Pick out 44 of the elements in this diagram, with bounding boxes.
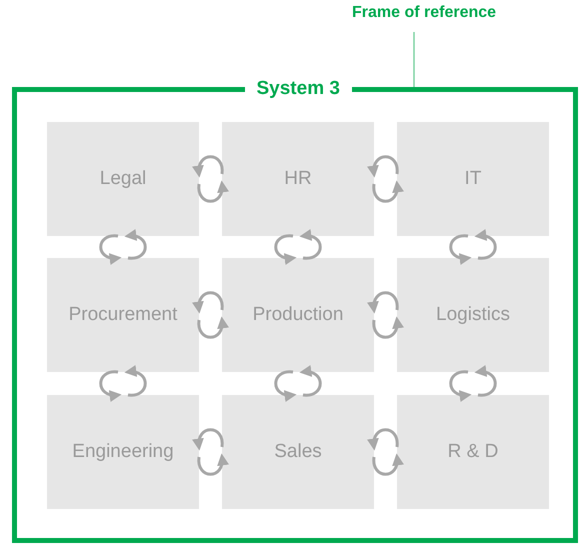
department-name: Production xyxy=(252,304,344,326)
cycle-arrow xyxy=(197,453,228,476)
cycle-arrow xyxy=(192,155,224,178)
cycle-arrow xyxy=(474,366,497,397)
department-box xyxy=(222,122,374,236)
department-name: IT xyxy=(464,168,482,190)
department-name: Sales xyxy=(274,441,322,463)
department-name: Procurement xyxy=(68,304,178,326)
leader-line xyxy=(413,32,415,87)
cycle-arrow xyxy=(274,234,297,264)
department-name: Legal xyxy=(100,168,146,190)
cycle-arrow xyxy=(274,370,297,402)
cycle-arrow xyxy=(368,428,399,451)
department-box xyxy=(222,258,374,372)
department-box xyxy=(397,122,549,236)
cycle-arrow xyxy=(197,180,228,203)
department-box xyxy=(222,395,374,509)
cycle-arrow xyxy=(372,180,404,203)
cycle-arrow xyxy=(99,234,122,264)
cycle-arrow xyxy=(124,366,147,397)
cycle-arrow xyxy=(449,234,472,264)
department-box xyxy=(47,122,199,236)
cycle-arrow xyxy=(372,316,404,339)
cycle-arrow xyxy=(124,230,147,260)
department-name: Logistics xyxy=(436,304,510,326)
cycle-arrow xyxy=(299,230,322,260)
cycle-arrow xyxy=(368,291,399,314)
department-box xyxy=(47,395,199,509)
cycle-arrow xyxy=(368,155,399,178)
cycle-arrow xyxy=(99,370,122,402)
cycle-arrow xyxy=(192,291,224,314)
department-name: HR xyxy=(284,168,312,190)
cycle-arrow xyxy=(192,428,224,451)
cycle-arrow xyxy=(197,316,228,339)
cycle-arrow xyxy=(372,453,404,476)
cycle-arrow xyxy=(474,230,497,260)
department-box xyxy=(397,395,549,509)
department-box xyxy=(47,258,199,372)
cycle-arrow xyxy=(449,370,472,402)
department-name: R & D xyxy=(448,441,498,463)
department-box xyxy=(397,258,549,372)
department-name: Engineering xyxy=(72,441,174,463)
cycle-arrow xyxy=(299,366,322,397)
frame-label: Frame of reference xyxy=(352,4,496,21)
